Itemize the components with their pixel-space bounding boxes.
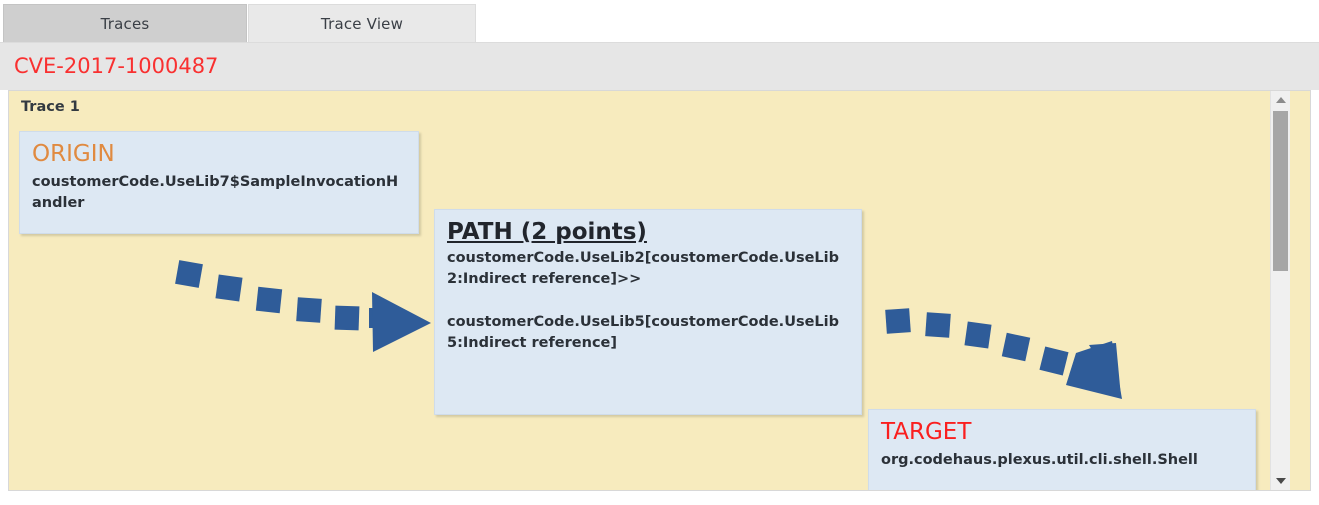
tab-traces-label: Traces [100, 14, 150, 33]
scrollbar-thumb[interactable] [1273, 111, 1288, 271]
trace-label: Trace 1 [21, 99, 80, 115]
target-node-body: org.codehaus.plexus.util.cli.shell.Shell [881, 452, 1198, 468]
arrow-origin-to-path-icon [175, 260, 431, 352]
scroll-down-button[interactable] [1271, 472, 1290, 490]
target-node[interactable]: TARGET org.codehaus.plexus.util.cli.shel… [868, 409, 1256, 490]
cve-id-title: CVE-2017-1000487 [14, 54, 219, 78]
tab-trace-view[interactable]: Trace View [248, 4, 476, 42]
vertical-scrollbar[interactable] [1270, 91, 1290, 490]
triangle-up-icon [1275, 97, 1286, 103]
origin-node-title: ORIGIN [32, 141, 115, 167]
scroll-up-button[interactable] [1271, 91, 1290, 109]
tab-traces[interactable]: Traces [3, 4, 247, 42]
target-node-title: TARGET [881, 419, 972, 445]
path-node-line: coustomerCode.UseLib2[coustomerCode.UseL… [447, 250, 840, 287]
path-node[interactable]: PATH (2 points) coustomerCode.UseLib2[co… [434, 209, 862, 415]
path-node-line: coustomerCode.UseLib5[coustomerCode.UseL… [447, 314, 840, 351]
trace-canvas: Trace 1 ORIGIN coustomerCode.UseLib7$Sam… [8, 90, 1311, 491]
origin-node-body: coustomerCode.UseLib7$SampleInvocationHa… [32, 174, 399, 211]
tab-strip: Traces Trace View [0, 0, 1319, 42]
arrow-path-to-target-icon [885, 308, 1122, 399]
cve-header-band: CVE-2017-1000487 [0, 42, 1319, 90]
path-node-title: PATH (2 points) [447, 219, 647, 245]
origin-node[interactable]: ORIGIN coustomerCode.UseLib7$SampleInvoc… [19, 131, 419, 234]
tab-trace-view-label: Trace View [320, 14, 404, 33]
trace-canvas-content: Trace 1 ORIGIN coustomerCode.UseLib7$Sam… [9, 91, 1290, 490]
triangle-down-icon [1275, 478, 1286, 484]
